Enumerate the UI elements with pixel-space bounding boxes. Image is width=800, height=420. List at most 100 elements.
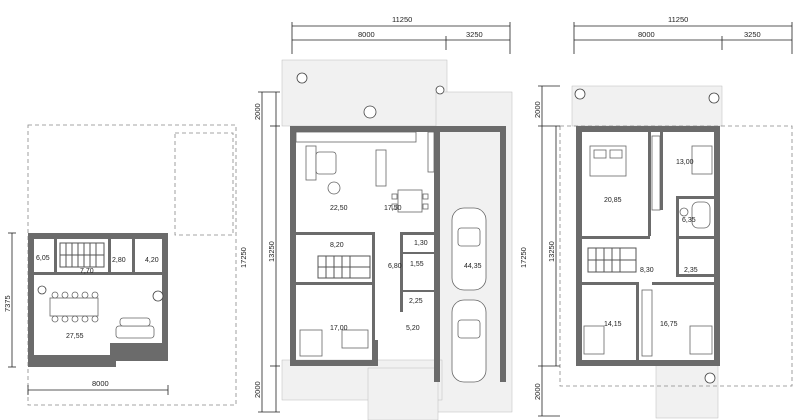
basement-right-wall xyxy=(162,233,168,349)
upper-partition-4 xyxy=(648,132,651,236)
upper-top-wall xyxy=(576,126,720,132)
ground-plan: 22,50 17,50 8,20 1,30 6,80 1,55 44,35 2,… xyxy=(239,15,513,420)
car-icon xyxy=(451,299,487,383)
upper-partition-5 xyxy=(660,132,663,210)
dimension-label: 8000 xyxy=(638,30,655,39)
room-area-label: 2,80 xyxy=(112,257,126,264)
room-area-label: 2,35 xyxy=(684,267,698,274)
plant-icon xyxy=(37,285,47,295)
basement-walls xyxy=(28,233,168,367)
ground-partition-2 xyxy=(296,282,374,285)
room-area-label: 5,20 xyxy=(406,325,420,332)
upper-partition-3 xyxy=(636,282,639,360)
upper-partition-6 xyxy=(676,196,714,199)
upper-partition-1 xyxy=(582,236,650,239)
upper-bed-bottom-right xyxy=(689,325,713,355)
room-area-label: 14,15 xyxy=(604,321,622,328)
upper-partition-7 xyxy=(676,236,714,239)
upper-bath xyxy=(679,201,711,229)
ground-bottom-wall xyxy=(290,360,378,366)
dimension-label: 2000 xyxy=(533,383,542,400)
room-area-label: 6,05 xyxy=(36,255,50,262)
ground-bed xyxy=(299,329,369,357)
dimension-label: 7375 xyxy=(3,295,12,312)
room-area-label: 6,80 xyxy=(388,263,402,270)
dimension-label: 13250 xyxy=(267,241,276,262)
upper-wardrobe xyxy=(641,289,653,357)
upper-left-wall xyxy=(576,126,582,366)
dimension-label: 3250 xyxy=(744,30,761,39)
ground-partition-5 xyxy=(400,232,403,312)
dimension-label: 2000 xyxy=(253,381,262,398)
room-area-label: 27,55 xyxy=(66,333,84,340)
ground-partition-6 xyxy=(403,252,434,254)
ground-dining-table xyxy=(391,189,429,213)
room-area-label: 1,30 xyxy=(414,240,428,247)
upper-partition-9 xyxy=(676,274,714,277)
car-icon xyxy=(451,207,487,291)
upper-balcony-bottom xyxy=(655,361,719,419)
ground-partition-7 xyxy=(403,290,434,292)
ground-top-wall xyxy=(290,126,438,132)
basement-dimensions: 8000 7375 xyxy=(3,232,169,395)
upper-stairs xyxy=(587,247,637,273)
ground-kitchen xyxy=(295,131,435,187)
room-area-label: 6,35 xyxy=(682,217,696,224)
upper-bottom-wall xyxy=(576,360,720,366)
room-area-label: 4,20 xyxy=(145,257,159,264)
room-area-label: 17,00 xyxy=(330,325,348,332)
basement-partition-h xyxy=(34,272,162,275)
upper-bed-bottom-left xyxy=(583,325,605,355)
basement-partition-v2 xyxy=(108,239,111,274)
ground-left-wall xyxy=(290,126,296,366)
ground-garage-top-wall xyxy=(434,126,506,132)
basement-plan: 6,05 7,70 2,80 4,20 27,55 8000 7375 xyxy=(3,124,237,406)
dimension-label: 2000 xyxy=(253,103,262,120)
basement-stairs xyxy=(59,242,105,268)
upper-wardrobe xyxy=(651,135,661,211)
plant-icon xyxy=(574,88,586,100)
upper-partition-2 xyxy=(582,282,636,285)
dimension-label: 11250 xyxy=(668,15,688,24)
ground-partition-4 xyxy=(400,232,434,235)
room-area-label: 22,50 xyxy=(330,205,348,212)
room-area-label: 8,20 xyxy=(330,242,344,249)
dimension-label: 3250 xyxy=(466,30,483,39)
dimension-label: 8000 xyxy=(92,379,109,388)
dimension-label: 13250 xyxy=(547,241,556,262)
dimension-label: 17250 xyxy=(519,247,528,268)
basement-left-wall xyxy=(28,233,34,367)
room-area-label: 20,85 xyxy=(604,197,622,204)
ground-garage-right-wall xyxy=(500,126,506,382)
room-area-label: 7,70 xyxy=(80,268,94,275)
room-area-label: 2,25 xyxy=(409,298,423,305)
ground-partition-1 xyxy=(296,232,374,235)
upper-right-wall xyxy=(714,126,720,366)
upper-bed-right xyxy=(691,145,713,175)
dimension-label: 17250 xyxy=(239,247,248,268)
plant-icon xyxy=(152,290,164,302)
plant-icon xyxy=(708,92,720,104)
upper-partition-8 xyxy=(676,196,679,276)
room-area-label: 13,00 xyxy=(676,159,694,166)
dimension-label: 2000 xyxy=(533,101,542,118)
basement-partition-v1 xyxy=(54,239,57,274)
basement-bottom-wall xyxy=(28,361,116,367)
basement-partition-v3 xyxy=(132,239,135,274)
upper-dimensions: 11250 8000 3250 2000 17250 13250 2000 xyxy=(519,15,793,417)
plant-icon xyxy=(704,372,716,384)
upper-bed-main xyxy=(589,145,627,177)
room-area-label: 17,50 xyxy=(384,205,402,212)
ground-terrace-top xyxy=(281,59,448,127)
basement-void xyxy=(174,132,234,236)
dimension-label: 11250 xyxy=(392,15,412,24)
room-area-label: 1,55 xyxy=(410,261,424,268)
ground-sofa xyxy=(305,145,341,195)
upper-balcony-top xyxy=(571,85,723,127)
plant-icon xyxy=(363,105,377,119)
basement-sofa xyxy=(115,317,155,339)
ground-entry-wall xyxy=(372,340,378,366)
ground-partition-3 xyxy=(372,232,375,340)
